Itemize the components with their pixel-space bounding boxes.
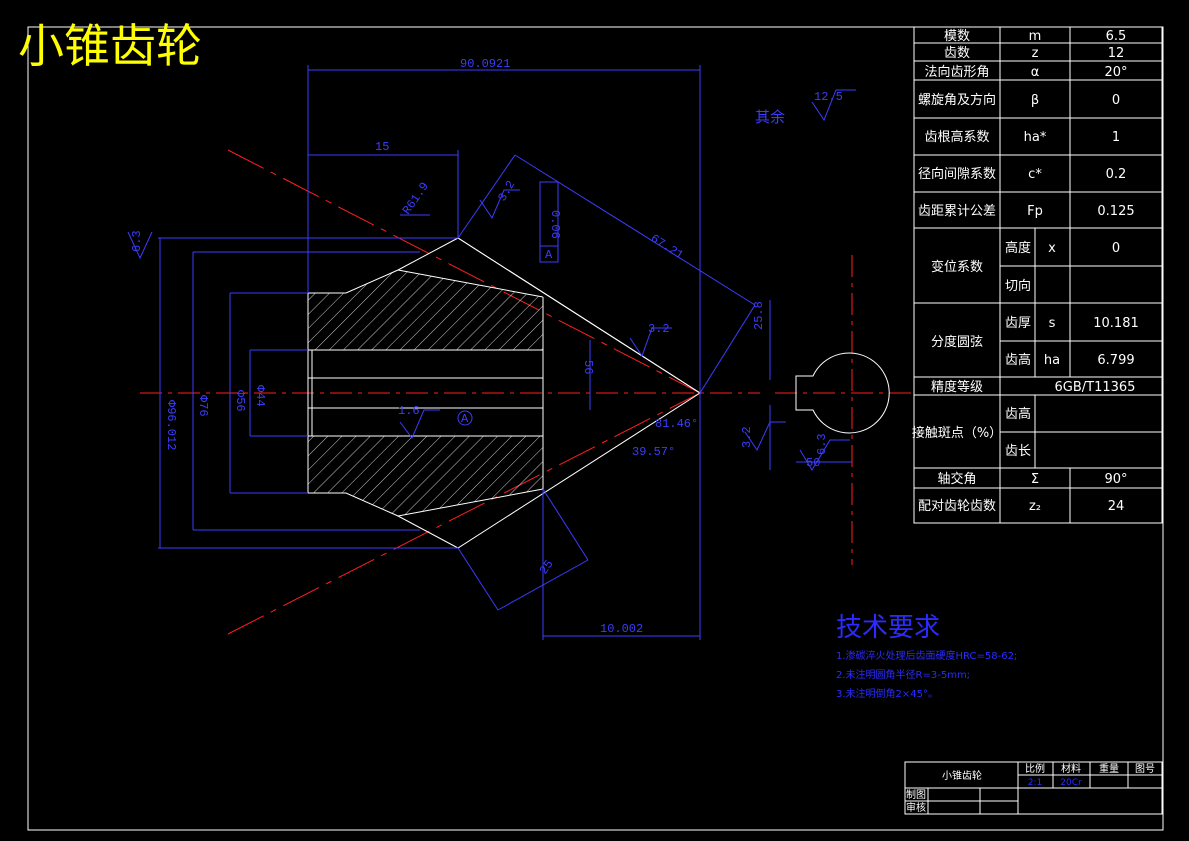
dim-angle-tip: 39.57° — [632, 445, 675, 459]
param-sym-2: α — [1031, 65, 1040, 80]
chord-r2-sym: ha — [1044, 353, 1060, 368]
param-sym-0: m — [1029, 29, 1042, 44]
titleblock-material-h: 材料 — [1061, 762, 1081, 775]
dim-face-width: 67.21 — [648, 232, 686, 263]
dim-len-small: 56 — [581, 360, 595, 374]
section-hatch-upper — [308, 270, 543, 350]
tech-heading: 技术要求 — [836, 613, 940, 643]
dim-hub-length: 15 — [375, 140, 389, 154]
dimension-lines — [158, 65, 852, 640]
param-val-6: 0.125 — [1097, 204, 1134, 219]
shift-r1-sym: x — [1048, 241, 1056, 256]
dim-len-25: 25.8 — [752, 301, 766, 330]
chord-r1-sym: s — [1049, 316, 1056, 331]
rough-bore: 1.6 — [398, 404, 420, 418]
pitch-cone-upper — [227, 149, 701, 394]
tol-datum-letter: A — [545, 248, 553, 262]
parameter-table — [913, 26, 1163, 524]
titleblock-draw: 制图 — [906, 788, 926, 801]
dim-len-56: 25 — [537, 557, 557, 577]
dim-keyway: 50 — [806, 456, 820, 470]
title-block — [904, 761, 1163, 815]
dim-cone-dia: Φ96.012 — [164, 400, 178, 450]
keyway-section — [795, 352, 890, 434]
param-val-0: 6.5 — [1106, 29, 1127, 44]
centerlines — [140, 149, 915, 635]
param-sym-3: β — [1031, 93, 1039, 108]
shift-r2: 切向 — [1005, 278, 1031, 294]
rough-top: 3.2 — [495, 178, 518, 204]
param-sym-1: z — [1032, 46, 1039, 61]
titleblock-drawno-h: 图号 — [1135, 763, 1155, 775]
param-val-4: 1 — [1112, 130, 1120, 145]
section-hatch-lower — [308, 436, 543, 516]
dim-dia-76: Φ76 — [196, 395, 210, 417]
rough-12-5: 12.5 — [814, 90, 843, 104]
chord-r2-val: 6.799 — [1097, 353, 1134, 368]
titleblock-scale-h: 比例 — [1025, 762, 1045, 775]
tech-item-1: 1.渗碳淬火处理后齿面硬度HRC=58-62; — [836, 649, 1017, 662]
param-val-3: 0 — [1112, 93, 1120, 108]
rough-left: 6.3 — [130, 230, 144, 252]
titleblock-part: 小锥齿轮 — [942, 769, 982, 782]
tol-value: 0.06 — [548, 210, 562, 239]
shift-r1: 高度 — [1005, 240, 1031, 256]
dim-chamfer: R61.9 — [400, 180, 432, 218]
param-sym-6: Fp — [1027, 204, 1043, 219]
chord-r1: 齿厚 — [1005, 316, 1031, 331]
shift-r1-val: 0 — [1112, 241, 1120, 256]
tech-item-3: 3.未注明倒角2×45°。 — [836, 687, 938, 700]
contact-r2: 齿长 — [1005, 444, 1031, 459]
dim-dia-56: Φ56 — [233, 390, 247, 412]
mate-sym: z₂ — [1029, 499, 1041, 514]
accuracy-val: 6GB/T11365 — [1055, 380, 1136, 395]
param-name-5: 径向间隙系数 — [918, 166, 996, 182]
pitch-cone-lower — [227, 392, 701, 635]
contact-r1: 齿高 — [1005, 406, 1031, 422]
dim-back-offset: 10.002 — [600, 622, 643, 636]
rough-tooth: 3.2 — [648, 322, 670, 336]
parameter-rows: 模数 m 6.5 齿数 z 12 法向齿形角 α 20° 螺旋角及方向 β 0 … — [912, 29, 1139, 514]
rough-key2: 6.3 — [815, 433, 829, 455]
titleblock-scale-v: 2:1 — [1028, 778, 1042, 788]
shaft-angle-name: 轴交角 — [937, 471, 976, 487]
param-name-3: 螺旋角及方向 — [918, 92, 996, 108]
shaft-angle-val: 90° — [1104, 472, 1127, 487]
param-name-1: 齿数 — [944, 46, 970, 61]
param-val-2: 20° — [1104, 65, 1127, 80]
param-sym-4: ha* — [1024, 130, 1047, 145]
param-val-5: 0.2 — [1106, 167, 1127, 182]
titleblock-weight-h: 重量 — [1099, 762, 1119, 775]
rough-key: 3.2 — [740, 426, 754, 448]
param-name-2: 法向齿形角 — [924, 64, 989, 80]
param-name-4: 齿根高系数 — [924, 129, 989, 145]
chord-r2: 齿高 — [1005, 352, 1031, 368]
param-val-1: 12 — [1108, 46, 1125, 61]
mate-name: 配对齿轮齿数 — [918, 499, 996, 514]
roughness-symbols — [127, 89, 856, 471]
rough-other-label: 其余 — [755, 108, 785, 127]
dim-bore: Φ44 — [253, 385, 267, 407]
drawing-title: 小锥齿轮 — [18, 19, 202, 73]
outer-frame — [27, 26, 1164, 831]
shaft-angle-sym: Σ — [1031, 472, 1039, 487]
titleblock-check: 审核 — [906, 801, 926, 814]
chord-r1-val: 10.181 — [1093, 316, 1139, 331]
dim-overall-length: 90.0921 — [460, 57, 510, 71]
param-name-0: 模数 — [944, 29, 970, 44]
datum-a-label: A — [461, 412, 469, 426]
tech-item-2: 2.未注明圆角半径R=3-5mm; — [836, 668, 970, 681]
shift-name: 变位系数 — [931, 259, 983, 275]
param-sym-5: c* — [1028, 167, 1042, 182]
titleblock-material-v: 20Cr — [1060, 778, 1082, 788]
dim-angle-root: 81.46° — [655, 417, 698, 431]
tolerance-frame — [457, 181, 559, 426]
contact-name: 接触斑点（%） — [912, 425, 1002, 441]
param-name-6: 齿距累计公差 — [918, 204, 996, 219]
chord-name: 分度圆弦 — [931, 334, 983, 350]
mate-val: 24 — [1108, 499, 1125, 514]
accuracy-name: 精度等级 — [931, 379, 983, 395]
